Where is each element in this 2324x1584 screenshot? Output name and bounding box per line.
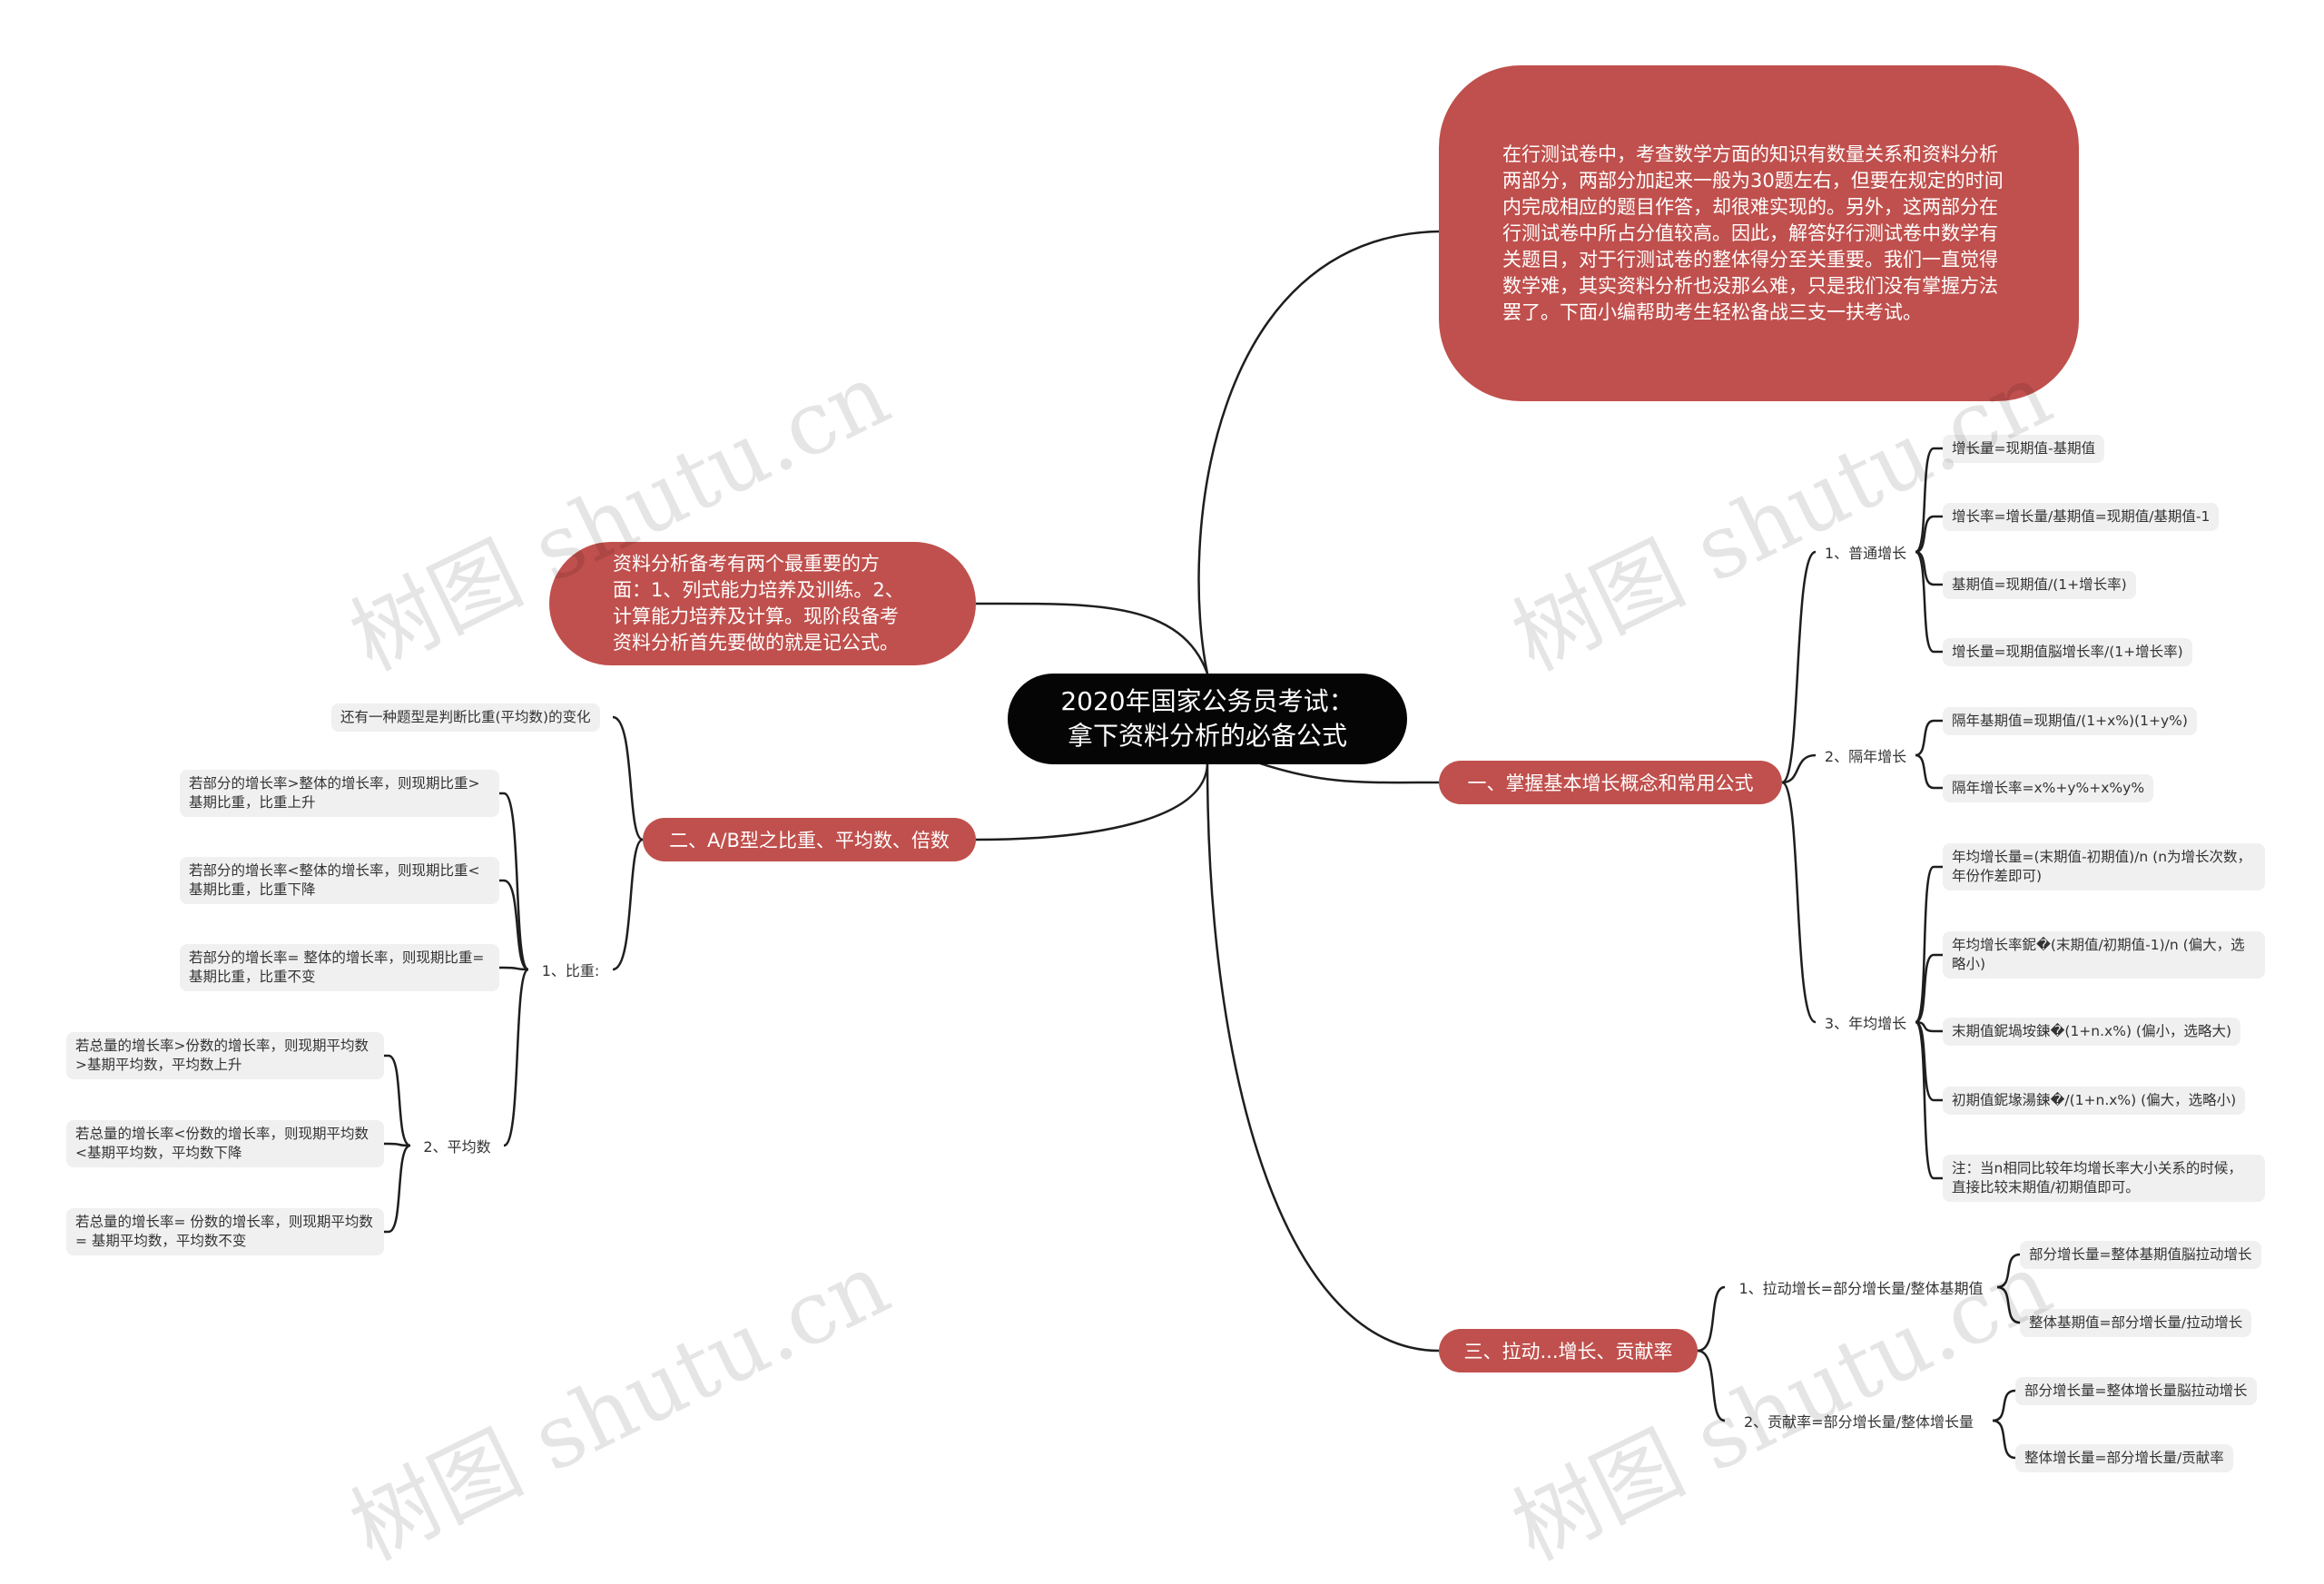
link-b2g2-l1: [384, 1054, 411, 1147]
link-b3g1-l1: [1996, 1253, 2021, 1289]
b1-g3-item-4[interactable]: 初期值鈮堟湯鍊�/(1+n.x%) (偏大，选略小): [1943, 1087, 2246, 1115]
link-b2g2-l2: [384, 1142, 411, 1147]
b3-group-1[interactable]: 1、拉动增长=部分增长量/整体基期值: [1738, 1280, 1984, 1297]
b2-top-item[interactable]: 还有一种题型是判断比重(平均数)的变化: [331, 703, 600, 732]
link-b1-g2: [1781, 753, 1817, 784]
b1-group-3[interactable]: 3、年均增长: [1824, 1015, 1907, 1032]
link-b3g2-l2: [1992, 1419, 2016, 1460]
left-note-node[interactable]: 资料分析备考有两个最重要的方面：1、列式能力培养及训练。2、计算能力培养及计算。…: [549, 542, 976, 665]
link-g3-l1: [1914, 865, 1943, 1024]
link-g3-l2: [1915, 953, 1943, 1024]
b2-g2-item-3[interactable]: 若总量的增长率= 份数的增长率，则现期平均数= 基期平均数，平均数不变: [66, 1208, 384, 1255]
link-b2-top: [612, 715, 644, 841]
link-g1-l4: [1915, 550, 1943, 654]
branch2-title[interactable]: 二、A/B型之比重、平均数、倍数: [643, 818, 976, 861]
b3-g1-item-1[interactable]: 部分增长量=整体基期值脳拉动增长: [2020, 1241, 2261, 1269]
b2-group-2[interactable]: 2、平均数: [423, 1138, 491, 1156]
link-b3-g1: [1697, 1285, 1726, 1353]
link-b2-g1: [612, 838, 644, 971]
link-g2-l2: [1915, 753, 1943, 790]
link-left-note: [975, 602, 1209, 674]
b2-g1-item-3[interactable]: 若部分的增长率= 整体的增长率，则现期比重= 基期比重，比重不变: [180, 944, 499, 991]
center-line-2: 拿下资料分析的必备公式: [1067, 721, 1347, 751]
link-g2-l1: [1915, 719, 1943, 757]
b1-g3-item-1[interactable]: 年均增长量=(末期值-初期值)/n (n为增长次数，年份作差即可): [1943, 843, 2265, 890]
link-branch3: [1206, 762, 1440, 1353]
b2-g2-item-1[interactable]: 若总量的增长率>份数的增长率，则现期平均数>基期平均数，平均数上升: [66, 1032, 384, 1079]
b2-g1-item-1[interactable]: 若部分的增长率>整体的增长率，则现期比重>基期比重，比重上升: [180, 770, 499, 817]
b3-g2-item-1[interactable]: 部分增长量=整体增长量脳拉动增长: [2015, 1377, 2257, 1405]
link-b2g1-l2: [499, 879, 529, 971]
connector-lines: [384, 230, 2021, 1460]
link-intro: [1197, 230, 1440, 674]
link-b2-g2: [503, 968, 530, 1147]
link-branch1: [1256, 761, 1440, 784]
b3-g2-item-2[interactable]: 整体增长量=部分增长量/贡献率: [2015, 1444, 2233, 1472]
b1-g1-item-3[interactable]: 基期值=现期值/(1+增长率): [1943, 571, 2136, 599]
b1-g2-item-2[interactable]: 隔年增长率=x%+y%+x%y%: [1943, 774, 2154, 802]
link-b1-g1: [1781, 550, 1817, 784]
branch1-title[interactable]: 一、掌握基本增长概念和常用公式: [1439, 761, 1782, 804]
b2-group-1[interactable]: 1、比重:: [541, 962, 600, 979]
b1-g1-item-4[interactable]: 增长量=现期值脳增长率/(1+增长率): [1943, 638, 2192, 666]
link-g3-l5: [1914, 1020, 1943, 1180]
center-topic[interactable]: 2020年国家公务员考试： 拿下资料分析的必备公式: [1008, 674, 1407, 764]
link-b3-g2: [1697, 1349, 1726, 1422]
intro-text: 在行测试卷中，考查数学方面的知识有数量关系和资料分析两部分，两部分加起来一般为3…: [1502, 143, 2004, 323]
mindmap-canvas: 2020年国家公务员考试： 拿下资料分析的必备公式 在行测试卷中，考查数学方面的…: [66, 65, 2265, 1579]
link-b3g2-l1: [1992, 1389, 2016, 1422]
link-g3-l3: [1915, 1020, 1943, 1033]
link-b2g2-l3: [384, 1144, 411, 1234]
center-line-1: 2020年国家公务员考试：: [1060, 686, 1354, 716]
left-note-text: 资料分析备考有两个最重要的方面：1、列式能力培养及训练。2、计算能力培养及计算。…: [613, 553, 904, 654]
b1-g3-item-5[interactable]: 注：当n相同比较年均增长率大小关系的时候，直接比较末期值/初期值即可。: [1943, 1155, 2265, 1202]
b3-group-2[interactable]: 2、贡献率=部分增长量/整体增长量: [1744, 1413, 1974, 1431]
b1-g1-item-1[interactable]: 增长量=现期值-基期值: [1943, 435, 2105, 463]
link-branch2: [975, 762, 1209, 841]
link-g1-l1: [1915, 447, 1943, 554]
b1-g1-item-2[interactable]: 增长率=增长量/基期值=现期值/基期值-1: [1943, 503, 2220, 531]
link-b3g1-l2: [1996, 1285, 2021, 1324]
b2-g1-item-2[interactable]: 若部分的增长率<整体的增长率，则现期比重<基期比重，比重下降: [180, 857, 499, 904]
branch3-title[interactable]: 三、拉动...增长、贡献率: [1439, 1329, 1698, 1372]
link-b2g1-l1: [499, 792, 530, 971]
intro-node[interactable]: 在行测试卷中，考查数学方面的知识有数量关系和资料分析两部分，两部分加起来一般为3…: [1439, 65, 2079, 401]
link-b2g1-l3: [499, 966, 529, 971]
b3-g1-item-2[interactable]: 整体基期值=部分增长量/拉动增长: [2020, 1309, 2252, 1337]
link-g1-l2: [1915, 515, 1943, 554]
b1-group-2[interactable]: 2、隔年增长: [1824, 748, 1907, 765]
b1-g3-item-3[interactable]: 末期值鈮堝垵鍊�(1+n.x%) (偏小，选略大): [1943, 1018, 2241, 1046]
b1-group-1[interactable]: 1、普通增长: [1824, 545, 1907, 562]
b2-g2-item-2[interactable]: 若总量的增长率<份数的增长率，则现期平均数<基期平均数，平均数下降: [66, 1120, 384, 1167]
link-g1-l3: [1915, 550, 1943, 586]
b1-g2-item-1[interactable]: 隔年基期值=现期值/(1+x%)(1+y%): [1943, 707, 2197, 735]
link-b1-g3: [1781, 781, 1817, 1024]
b1-g3-item-2[interactable]: 年均增长率鈮�(末期值/初期值-1)/n (偏大，选略小): [1943, 931, 2265, 979]
